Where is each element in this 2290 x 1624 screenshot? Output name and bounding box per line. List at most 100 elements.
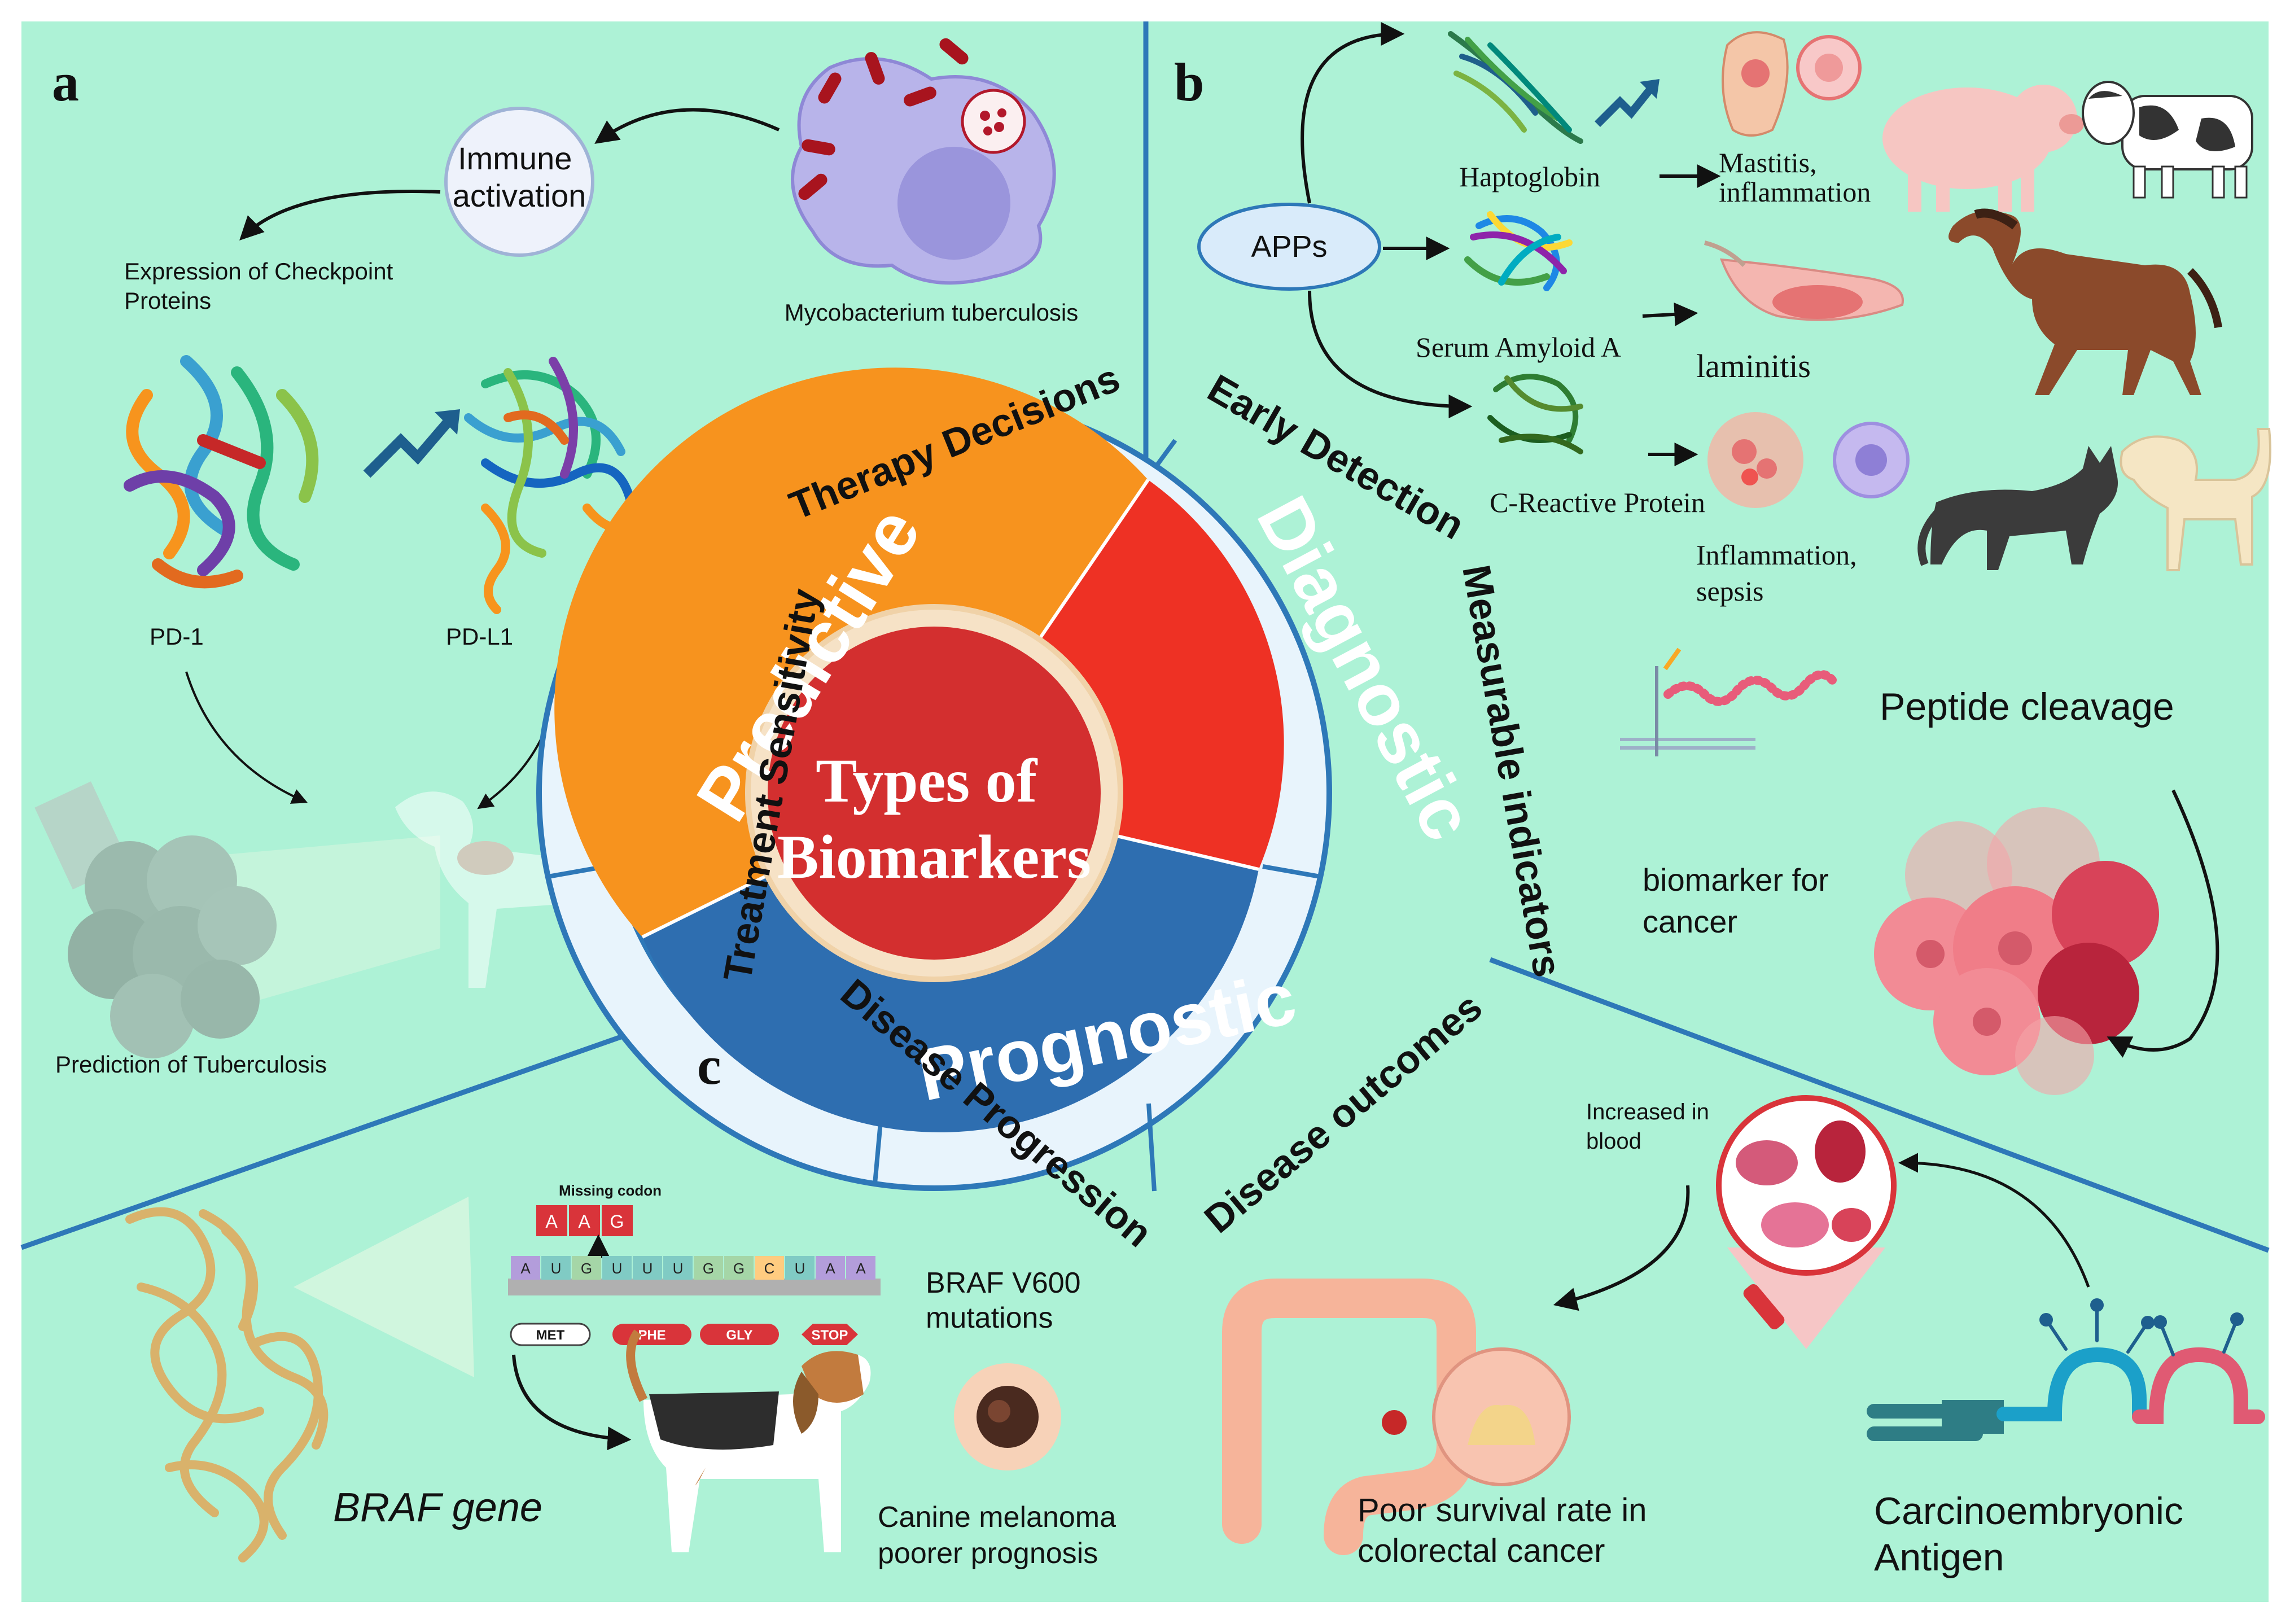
udder-icon (1722, 31, 1789, 137)
mrna-base-letter: U (612, 1260, 623, 1277)
pig-icon (1882, 85, 2084, 212)
hoof-illustration (1704, 240, 1904, 321)
mrna-base-letter: U (642, 1260, 653, 1277)
panel-a-letter: a (52, 52, 79, 112)
svg-text:G: G (610, 1211, 624, 1232)
mrna-base-tile (602, 1256, 632, 1280)
cea-label: Carcinoembryonic Antigen (1874, 1490, 2194, 1579)
melanoma-lesion-icon (954, 1363, 1061, 1470)
dog-silhouette (395, 791, 623, 988)
panel-c: c BRAF gene Missing codon A A G A U G U U U G G… (125, 1035, 2265, 1579)
pdl1-protein (464, 357, 637, 614)
macrophage-illustration (791, 38, 1056, 285)
amino-phe: PHE (638, 1328, 665, 1343)
tumor-cluster (1874, 807, 2159, 1095)
mrna-base-letter: U (551, 1260, 562, 1277)
amino-stop: STOP (812, 1328, 848, 1343)
arrow-pd1-to-dog (185, 671, 308, 804)
arrow-apps-to-crp (1308, 290, 1473, 418)
arrow-peptide-to-tumor (2107, 789, 2219, 1058)
mrna-base-tile (816, 1256, 845, 1280)
blood-zoom-icon (1716, 1095, 1897, 1349)
mrna-base-tile (572, 1256, 601, 1280)
increase-trend-icon (363, 414, 456, 478)
haptoglobin-label: Haptoglobin (1459, 161, 1600, 192)
peptide-cleavage-icon (1620, 647, 1839, 756)
haptoglobin-trend-icon (1595, 82, 1657, 127)
panel-b: b APPs Haptoglobin Mastitis, inflammatio… (1174, 22, 2271, 1095)
svg-text:A: A (545, 1211, 558, 1232)
increased-blood-label: Increased in blood (1586, 1100, 1715, 1154)
braf-protein (125, 1207, 329, 1562)
pd1-label: PD-1 (150, 623, 204, 650)
mrna-base-letter: A (856, 1260, 866, 1277)
mrna-base-tile (846, 1256, 875, 1280)
apps-oval (1197, 203, 1381, 291)
apps-label: APPs (1251, 230, 1327, 264)
arrow-bacteria-to-immune (594, 108, 780, 144)
center-title: Types of Biomarkers (777, 746, 1091, 891)
prediction-label: Prediction of Tuberculosis (55, 1051, 327, 1078)
braf-gene-label: BRAF gene (333, 1485, 542, 1530)
mrna-strand (508, 1279, 881, 1295)
mrna-base-letter: U (673, 1260, 684, 1277)
panel-a: a Immune activation Expression of Checkp… (34, 38, 1079, 1078)
poor-survival-label: Poor survival rate in colorectal cancer (1358, 1492, 1656, 1569)
panel-b-letter: b (1174, 52, 1204, 112)
arrow-immune-to-expression (239, 190, 441, 240)
mrna-base-tile (785, 1256, 815, 1280)
arrow-saa-to-hoof (1642, 302, 1698, 326)
mrna-base-letter: C (764, 1260, 775, 1277)
cow-icon (2082, 81, 2253, 199)
dog-icon (2120, 428, 2271, 571)
inflammation-sepsis-label: Inflammation, sepsis (1696, 539, 1864, 607)
colon-lesion (1382, 1410, 1407, 1435)
braf-v600-label: BRAF V600 mutations (926, 1267, 1089, 1334)
biomarker-cancer-label: biomarker for cancer (1643, 862, 1837, 939)
expression-checkpoint-label: Expression of Checkpoint Proteins (124, 258, 400, 314)
mrna-base-letter: A (520, 1260, 531, 1277)
beagle-dog-icon (626, 1329, 871, 1552)
immune-activation-bubble (444, 107, 594, 257)
mrna-base-letter: G (733, 1260, 745, 1277)
mrna-base-letter: A (825, 1260, 835, 1277)
cat-icon (1917, 446, 2118, 570)
mrna-base-tile (633, 1256, 662, 1280)
mrna-base-tile (663, 1256, 693, 1280)
canine-melanoma-label: Canine melanoma poorer prognosis (878, 1501, 1124, 1570)
highlight-cone (294, 1197, 474, 1377)
immune-activation-label: Immune activation (453, 141, 586, 213)
arrow-apps-to-haptoglobin (1301, 22, 1405, 204)
mrna-base-tile (541, 1256, 571, 1280)
arrow-cea-to-blood (1898, 1153, 2090, 1288)
cea-molecule-icon (1867, 1298, 2265, 1441)
crp-label: C-Reactive Protein (1490, 487, 1705, 518)
colon-illustration (1222, 1279, 1476, 1555)
mrna-base-letter: G (581, 1260, 592, 1277)
horse-icon (1949, 208, 2222, 395)
mrna-base-letter: U (795, 1260, 805, 1277)
amino-met: MET (536, 1328, 565, 1343)
inflamed-cell-icon (1707, 412, 1803, 508)
haptoglobin-structure (1448, 31, 1583, 144)
amino-gly: GLY (726, 1328, 752, 1343)
pdl1-label: PD-L1 (446, 623, 513, 650)
crp-structure (1487, 374, 1583, 454)
mycobacterium-label: Mycobacterium tuberculosis (785, 299, 1079, 326)
pd1-protein (124, 355, 319, 589)
mrna-base-letter: G (703, 1260, 714, 1277)
serum-amyloid-structure (1464, 211, 1573, 291)
laminitis-label: laminitis (1696, 348, 1811, 384)
panel-c-letter: c (697, 1035, 721, 1096)
granuloma-illustration (34, 781, 440, 1058)
amino-acid-row: MET PHE GLY STOP (510, 1323, 858, 1346)
peptide-cleavage-label: Peptide cleavage (1880, 685, 2174, 728)
mrna-base-tile (724, 1256, 754, 1280)
missing-codon-label: Missing codon (559, 1182, 662, 1199)
serum-amyloid-label: Serum Amyloid A (1416, 331, 1621, 363)
mrna-base-tile (694, 1256, 723, 1280)
mrna-base-tile (511, 1256, 540, 1280)
mastitis-label: Mastitis, inflammation (1719, 147, 1871, 208)
